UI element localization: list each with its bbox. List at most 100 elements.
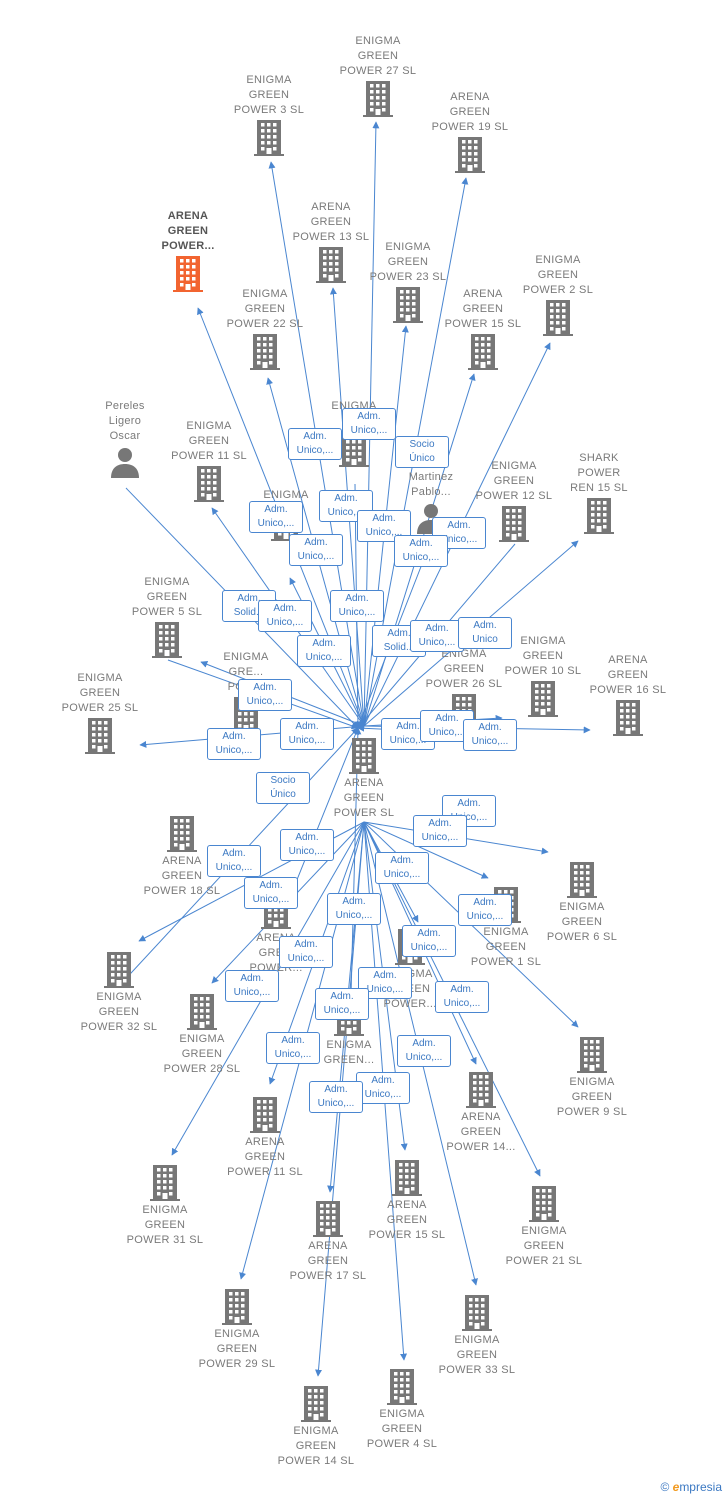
company-node-n19[interactable]: ENIGMA GREEN POWER 10 SL [493,634,593,717]
relation-tag-r28[interactable]: Adm. Unico,... [375,852,429,884]
relation-tag-r14[interactable]: Adm. Unico,... [410,620,464,652]
node-label: ENIGMA GREEN POWER 4 SL [366,1408,438,1450]
building-icon [393,287,423,323]
relation-tag-r38[interactable]: Adm. Unico,... [397,1035,451,1067]
company-node-n9[interactable]: ARENA GREEN POWER 15 SL [433,287,533,370]
company-node-n36[interactable]: ENIGMA GREEN POWER 21 SL [494,1184,594,1269]
company-node-n10[interactable]: Pereles Ligero Oscar [75,399,175,478]
relation-tag-r32[interactable]: Adm. Unico,... [279,936,333,968]
node-label: ENIGMA GREEN POWER 11 SL [171,420,247,462]
node-label: ENIGMA GREEN POWER 5 SL [131,576,203,618]
node-label: ARENA GREEN POWER 13 SL [292,201,370,243]
relation-tag-r30[interactable]: Adm. Unico,... [327,893,381,925]
company-node-n27[interactable]: ENIGMA GREEN POWER 32 SL [69,950,169,1035]
company-node-n14[interactable]: ENIGMA GREEN POWER 12 SL [464,459,564,542]
relation-tag-r31[interactable]: Adm. Unico,... [458,894,512,926]
relation-tag-r11[interactable]: Adm. Unico,... [258,600,312,632]
relation-tag-r15[interactable]: Adm. Unico [458,617,512,649]
company-node-n28[interactable]: ENIGMA GREEN POWER 28 SL [152,992,252,1077]
company-node-n11[interactable]: ENIGMA GREEN POWER 11 SL [159,419,259,502]
building-icon [316,247,346,283]
node-label: ENIGMA GREEN POWER 3 SL [233,74,305,116]
company-node-n40[interactable]: ENIGMA GREEN POWER 4 SL [352,1367,452,1452]
copyright-mark: © [660,1480,670,1494]
company-node-n8[interactable]: ENIGMA GREEN POWER 22 SL [215,287,315,370]
relation-tag-r9[interactable]: Adm. Unico,... [394,535,448,567]
relation-tag-r41[interactable]: Adm. Unico,... [309,1081,363,1113]
relation-tag-r23[interactable]: Socio Único [256,772,310,804]
empresia-logo[interactable]: © empresia [660,1480,722,1494]
node-label: ARENA GREEN POWER 14... [446,1111,516,1153]
company-node-n34[interactable]: ENIGMA GREEN POWER 31 SL [115,1163,215,1248]
relation-tag-r26[interactable]: Adm. Unico,... [280,829,334,861]
company-node-n23[interactable]: ARENA GREEN POWER 18 SL [132,814,232,899]
building-icon [499,506,529,542]
relation-tag-r8[interactable]: Adm. Unico,... [289,534,343,566]
relation-tag-r7[interactable]: Adm. Unico,... [432,517,486,549]
node-label: ENIGMA GREEN POWER 2 SL [522,254,594,296]
company-node-n32[interactable]: ARENA GREEN POWER 14... [431,1070,531,1155]
relation-tag-r37[interactable]: Adm. Unico,... [315,988,369,1020]
building-icon [152,622,182,658]
company-node-n39[interactable]: ENIGMA GREEN POWER 33 SL [427,1293,527,1378]
company-node-n41[interactable]: ENIGMA GREEN POWER 14 SL [266,1384,366,1469]
company-node-n37[interactable]: ARENA GREEN POWER 17 SL [278,1199,378,1284]
relation-tag-r19[interactable]: Adm. Unico,... [207,728,261,760]
relation-tag-r18[interactable]: Adm. Unico,... [280,718,334,750]
building-icon [567,862,597,898]
node-label: ENIGMA GREEN POWER 6 SL [546,901,618,943]
relation-tag-r2[interactable]: Adm. Unico,... [288,428,342,460]
relation-tag-r25[interactable]: Adm. Unico,... [413,815,467,847]
node-label: ENIGMA GREEN POWER 32 SL [80,991,158,1033]
company-node-n5[interactable]: ARENA GREEN POWER 13 SL [281,200,381,283]
company-node-n24[interactable]: ENIGMA GREEN POWER 6 SL [532,860,632,945]
company-node-n21[interactable]: ENIGMA GREEN POWER 25 SL [50,671,150,754]
building-icon [363,81,393,117]
building-icon [187,994,217,1030]
relation-tag-r1[interactable]: Adm. Unico,... [342,408,396,440]
node-label: ARENA GREEN POWER 19 SL [431,91,509,133]
company-node-n15[interactable]: SHARK POWER REN 15 SL [549,451,649,534]
building-icon [250,1097,280,1133]
relation-tag-r16[interactable]: Adm. Unico,... [297,635,351,667]
company-node-n7[interactable]: ENIGMA GREEN POWER 2 SL [508,253,608,336]
logo-name: mpresia [679,1480,722,1494]
relation-tag-r12[interactable]: Adm. Unico,... [330,590,384,622]
relation-tag-r29[interactable]: Adm. Unico,... [244,877,298,909]
company-node-n33[interactable]: ARENA GREEN POWER 11 SL [215,1095,315,1180]
company-node-n20[interactable]: ARENA GREEN POWER 16 SL [578,653,678,736]
relation-tag-r40[interactable]: Adm. Unico,... [356,1072,410,1104]
building-icon [222,1289,252,1325]
node-label: ARENA GREEN POWER 18 SL [143,855,221,897]
node-label: ENIGMA GREEN POWER 27 SL [339,35,417,77]
edge-n31 [349,727,362,1035]
company-node-n17[interactable]: ENIGMA GREEN POWER 5 SL [117,575,217,658]
company-node-n6[interactable]: ENIGMA GREEN POWER 23 SL [358,240,458,323]
relation-tag-r36[interactable]: Adm. Unico,... [435,981,489,1013]
company-node-n35[interactable]: ARENA GREEN POWER 15 SL [357,1158,457,1243]
relation-tag-r17[interactable]: Adm. Unico,... [238,679,292,711]
company-node-n29[interactable]: ENIGMA GREEN POWER 9 SL [542,1035,642,1120]
relation-tag-r22[interactable]: Adm. Unico,... [463,719,517,751]
relation-tag-r4[interactable]: Adm. Unico,... [249,501,303,533]
company-node-n4[interactable]: ARENA GREEN POWER... [138,209,238,292]
company-node-n2[interactable]: ENIGMA GREEN POWER 27 SL [328,34,428,117]
relation-tag-r3[interactable]: Socio Único [395,436,449,468]
relation-tag-r34[interactable]: Adm. Unico,... [225,970,279,1002]
company-node-n3[interactable]: ARENA GREEN POWER 19 SL [420,90,520,173]
building-icon [392,1160,422,1196]
company-node-n38[interactable]: ENIGMA GREEN POWER 29 SL [187,1287,287,1372]
node-label: ENIGMA GREEN POWER 33 SL [438,1334,516,1376]
relation-tag-r33[interactable]: Adm. Unico,... [402,925,456,957]
company-node-n1[interactable]: ENIGMA GREEN POWER 3 SL [219,73,319,156]
node-label: ARENA GREEN POWER 17 SL [289,1240,367,1282]
node-label: ENIGMA GREEN POWER 26 SL [425,648,503,690]
relation-tag-r27[interactable]: Adm. Unico,... [207,845,261,877]
relation-tag-r39[interactable]: Adm. Unico,... [266,1032,320,1064]
node-label: ENIGMA GREEN POWER 1 SL [470,926,542,968]
center-node[interactable]: ARENA GREEN POWER SL [314,736,414,821]
building-icon [613,700,643,736]
building-icon [313,1201,343,1237]
node-label: ARENA GREEN POWER 15 SL [444,288,522,330]
